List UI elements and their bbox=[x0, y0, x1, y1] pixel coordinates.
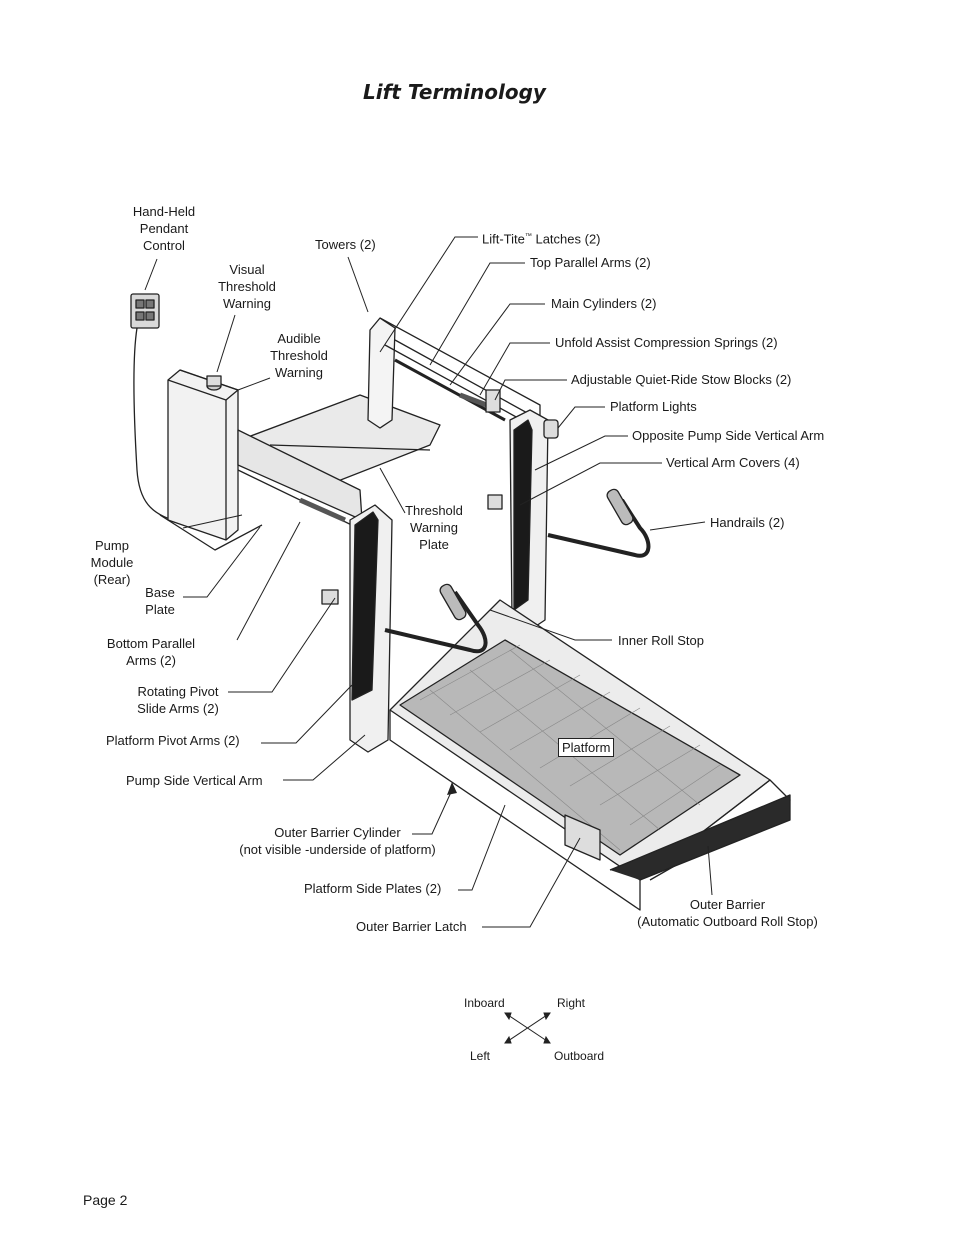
label-outer-barrier-cylinder: Outer Barrier Cylinder(not visible -unde… bbox=[239, 825, 436, 857]
label-inner-roll-stop: Inner Roll Stop bbox=[618, 633, 704, 648]
label-platform: Platform bbox=[558, 738, 615, 757]
pendant-control-icon bbox=[130, 293, 181, 523]
label-opposite-vertical-arm: Opposite Pump Side Vertical Arm bbox=[632, 428, 825, 443]
label-main-cylinders: Main Cylinders (2) bbox=[551, 296, 657, 311]
label-vertical-arm-covers: Vertical Arm Covers (4) bbox=[666, 455, 800, 470]
label-stow-blocks: Adjustable Quiet-Ride Stow Blocks (2) bbox=[571, 372, 792, 387]
label-outer-barrier: Outer Barrier(Automatic Outboard Roll St… bbox=[637, 897, 818, 929]
label-pump-side-vertical-arm: Pump Side Vertical Arm bbox=[126, 773, 263, 788]
label-towers: Towers (2) bbox=[315, 237, 376, 252]
compass-inboard: Inboard bbox=[464, 996, 505, 1010]
label-platform-pivot-arms: Platform Pivot Arms (2) bbox=[106, 733, 240, 748]
label-handrails: Handrails (2) bbox=[710, 515, 785, 530]
label-outer-barrier-latch: Outer Barrier Latch bbox=[356, 919, 467, 934]
label-lift-tite-latches: Lift-Tite™ Latches (2) bbox=[482, 231, 601, 247]
label-top-parallel-arms: Top Parallel Arms (2) bbox=[530, 255, 651, 270]
page-title: Lift Terminology bbox=[363, 80, 546, 104]
label-compression-springs: Unfold Assist Compression Springs (2) bbox=[555, 335, 778, 350]
label-platform-side-plates: Platform Side Plates (2) bbox=[304, 881, 442, 896]
compass-right: Right bbox=[557, 996, 586, 1010]
label-platform-lights: Platform Lights bbox=[610, 399, 697, 414]
compass-outboard: Outboard bbox=[554, 1049, 605, 1063]
direction-compass-icon bbox=[504, 1012, 551, 1044]
pump-module-icon bbox=[159, 369, 263, 551]
compass-left: Left bbox=[470, 1049, 491, 1063]
page-number: Page 2 bbox=[83, 1192, 128, 1208]
